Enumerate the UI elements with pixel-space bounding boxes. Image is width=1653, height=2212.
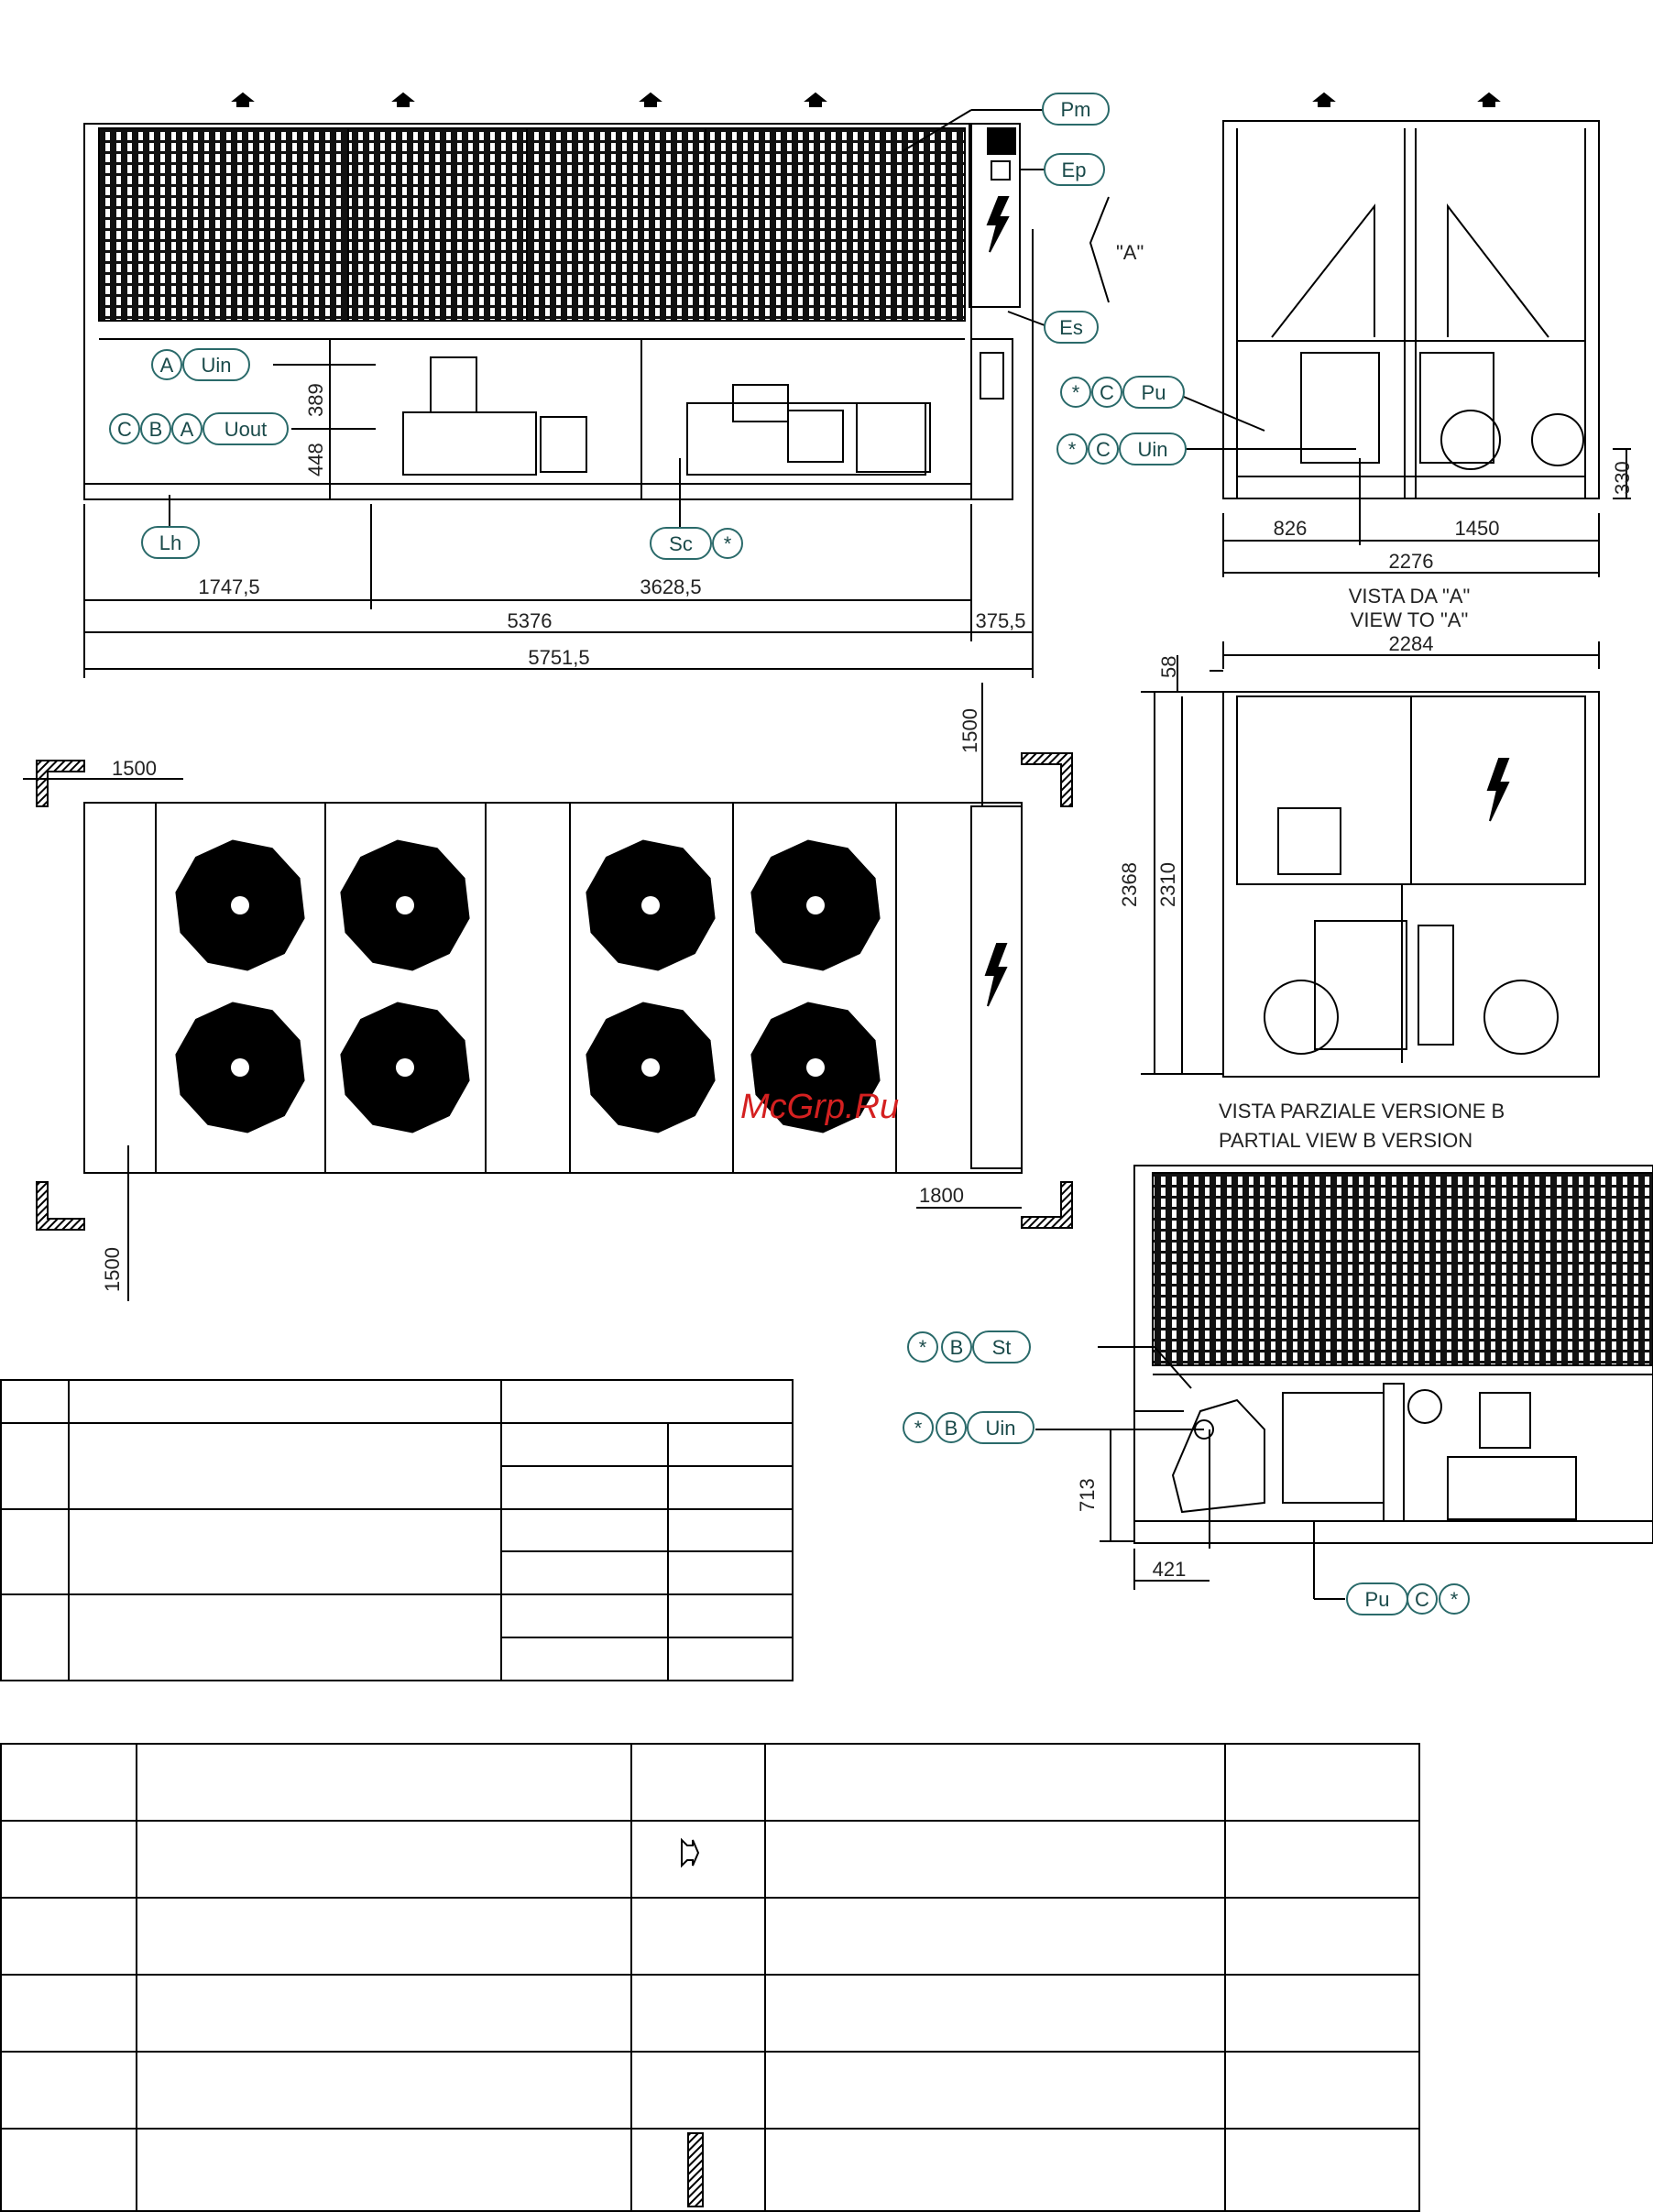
fan-hub-icon — [641, 1058, 660, 1077]
dim-3628: 3628,5 — [640, 575, 701, 598]
view-a-title-en: VIEW TO "A" — [1351, 608, 1469, 631]
svg-text:Pm: Pm — [1061, 98, 1091, 121]
svg-text:Sc: Sc — [669, 532, 693, 555]
svg-text:*: * — [1450, 1588, 1459, 1611]
svg-text:Uin: Uin — [201, 354, 231, 377]
svg-text:Es: Es — [1059, 316, 1083, 339]
svg-text:*: * — [1072, 381, 1080, 404]
svg-text:B: B — [945, 1417, 958, 1440]
dim-448: 448 — [304, 443, 327, 476]
fan-hub-icon — [806, 896, 825, 914]
dim-1450: 1450 — [1455, 517, 1500, 540]
svg-text:*: * — [914, 1417, 923, 1440]
dim-2284: 2284 — [1389, 632, 1434, 655]
legend-table-lower — [0, 1743, 1420, 2212]
side-view — [83, 92, 1110, 678]
svg-text:C: C — [1096, 438, 1111, 461]
svg-text:*: * — [919, 1336, 927, 1359]
fan-hub-icon — [806, 1058, 825, 1077]
label-cba-uout: C B A Uout — [109, 412, 289, 445]
dim-375: 375,5 — [975, 609, 1025, 632]
svg-text:Ep: Ep — [1062, 159, 1087, 181]
fan-hub-icon — [396, 896, 414, 914]
label-ep: Ep — [1044, 153, 1105, 186]
dim-1500-bottom: 1500 — [101, 1247, 124, 1292]
partial-view-title-it: VISTA PARZIALE VERSIONE B — [1219, 1100, 1505, 1122]
view-a-title-it: VISTA DA "A" — [1349, 585, 1471, 608]
dim-826: 826 — [1274, 517, 1308, 540]
dim-1500-left: 1500 — [112, 757, 157, 780]
end-view-a — [1172, 92, 1631, 577]
dim-1747: 1747,5 — [198, 575, 259, 598]
fan-hub-icon — [396, 1058, 414, 1077]
svg-text:Uin: Uin — [1137, 438, 1167, 461]
partial-view-b — [1035, 1165, 1653, 1600]
dim-1800: 1800 — [919, 1184, 964, 1207]
svg-text:Pu: Pu — [1142, 381, 1166, 404]
svg-text:St: St — [992, 1336, 1012, 1359]
view-a-label: "A" — [1116, 241, 1144, 264]
label-star-c-uin: * C Uin — [1056, 433, 1187, 465]
partial-view-title-en: PARTIAL VIEW B VERSION — [1219, 1129, 1472, 1152]
rear-view — [1141, 641, 1600, 1078]
label-star-b-st: * B St — [907, 1330, 1031, 1363]
svg-text:Pu: Pu — [1365, 1588, 1390, 1611]
label-star-c-pu: * C Pu — [1060, 376, 1185, 409]
dim-2368: 2368 — [1118, 862, 1141, 907]
svg-text:B: B — [950, 1336, 964, 1359]
svg-text:C: C — [1415, 1588, 1429, 1611]
svg-text:*: * — [1068, 438, 1077, 461]
svg-text:*: * — [724, 532, 732, 555]
dim-2310: 2310 — [1156, 862, 1179, 907]
label-star-b-uin: * B Uin — [903, 1411, 1034, 1444]
label-pu-c-star: Pu C * — [1346, 1582, 1470, 1615]
legend-table-upper — [0, 1379, 794, 1681]
dim-389: 389 — [304, 383, 327, 417]
label-es: Es — [1044, 311, 1099, 344]
label-pm: Pm — [1042, 93, 1110, 126]
svg-text:Uout: Uout — [224, 418, 267, 441]
dim-58: 58 — [1157, 656, 1180, 678]
svg-text:C: C — [1100, 381, 1114, 404]
fan-hub-icon — [231, 1058, 249, 1077]
label-a-uin: A Uin — [151, 348, 250, 381]
dim-5376: 5376 — [508, 609, 553, 632]
fan-hub-icon — [641, 896, 660, 914]
svg-text:A: A — [160, 354, 174, 377]
svg-text:B: B — [149, 418, 163, 441]
watermark: McGrp.Ru — [740, 1088, 899, 1126]
dim-1500-top: 1500 — [958, 708, 981, 753]
svg-text:C: C — [117, 418, 132, 441]
top-view — [23, 683, 1073, 1301]
fan-hub-icon — [231, 896, 249, 914]
dim-713: 713 — [1076, 1478, 1099, 1512]
label-sc: Sc * — [650, 527, 743, 560]
fan-group — [175, 839, 881, 1133]
dim-330: 330 — [1611, 461, 1634, 495]
label-lh: Lh — [141, 526, 200, 559]
svg-text:Uin: Uin — [985, 1417, 1015, 1440]
svg-text:A: A — [181, 418, 194, 441]
svg-text:Lh: Lh — [159, 531, 181, 554]
dim-5751: 5751,5 — [528, 646, 589, 669]
dim-2276: 2276 — [1389, 550, 1434, 573]
dim-421: 421 — [1153, 1558, 1187, 1581]
